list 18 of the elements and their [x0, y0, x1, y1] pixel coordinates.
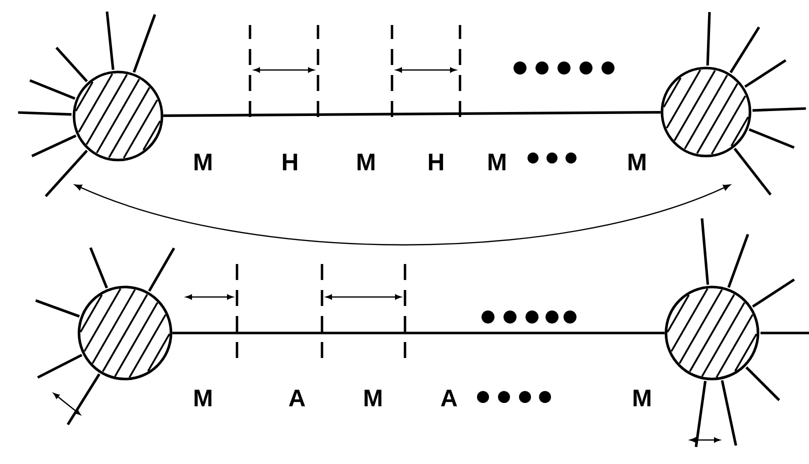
chain-line	[163, 111, 661, 117]
segment-letter: M	[358, 154, 374, 170]
segment-letter: M	[194, 154, 212, 170]
hatched-circle	[660, 66, 752, 158]
segment-letter: M	[488, 154, 506, 170]
segment-letter: A	[288, 390, 306, 406]
segment-letter: M	[634, 390, 650, 406]
curved-arrow	[74, 184, 730, 246]
segment-letter: M	[194, 390, 212, 406]
hatched-circle	[72, 70, 164, 162]
hatched-circle	[78, 286, 172, 380]
hatched-circle	[664, 286, 760, 380]
chain-line	[172, 332, 665, 334]
segment-letter: M	[628, 154, 646, 170]
segment-letter: H	[428, 154, 444, 170]
segment-letter: M	[364, 390, 382, 406]
segment-letter: H	[282, 154, 298, 170]
segment-letter: A	[440, 390, 458, 406]
